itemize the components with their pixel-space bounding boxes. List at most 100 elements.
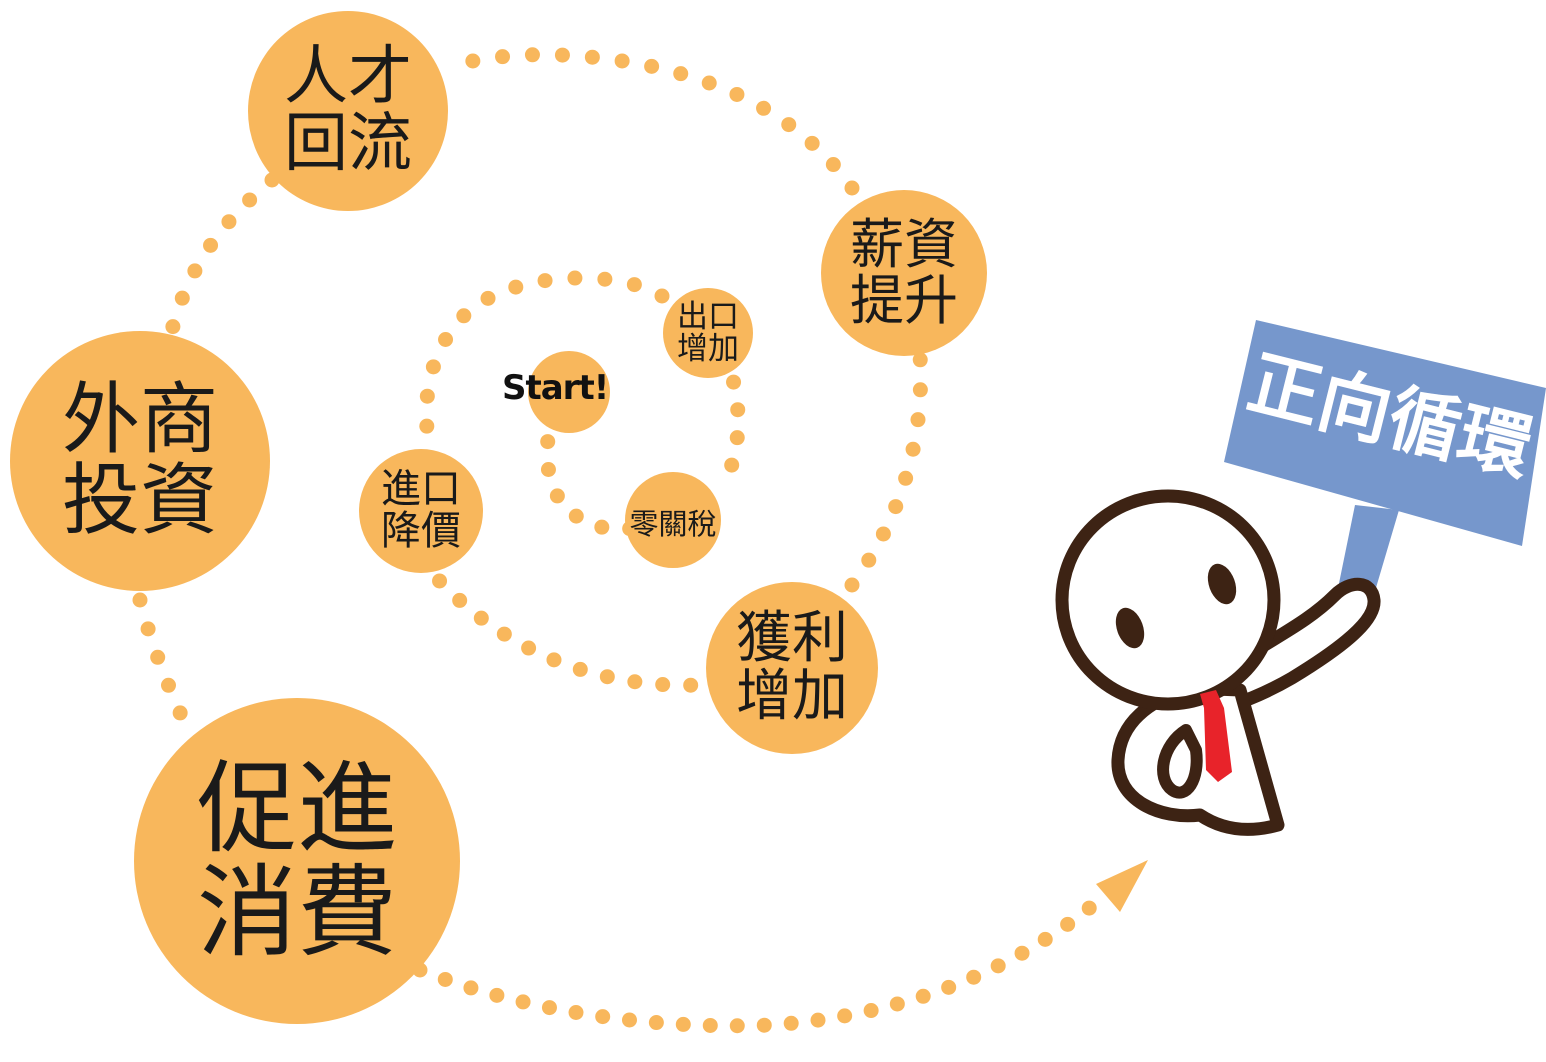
path-dot (844, 180, 860, 196)
path-dot (567, 270, 583, 286)
path-dot (132, 592, 148, 608)
path-dot (473, 610, 489, 626)
path-dot (675, 1016, 691, 1032)
path-dot (912, 352, 928, 368)
node-profit-line1: 獲利 (736, 605, 848, 671)
path-dot (729, 86, 745, 102)
node-salary-raise: 薪資 提升 (821, 190, 987, 356)
path-dot (729, 430, 745, 446)
path-dot (242, 192, 258, 208)
path-dot (425, 359, 441, 375)
path-dot (701, 75, 717, 91)
path-dot (837, 1008, 853, 1024)
path-dot (621, 1012, 637, 1028)
path-dot (515, 994, 531, 1010)
path-dot (221, 214, 237, 230)
path-dot (572, 661, 588, 677)
path-dot (546, 652, 562, 668)
node-investment-line1: 外商 (61, 374, 218, 465)
path-dot (438, 332, 454, 348)
path-dot (489, 987, 505, 1003)
node-consumption-line2: 消費 (197, 854, 397, 971)
path-dot (599, 669, 615, 685)
path-dot (521, 640, 537, 656)
path-dot (437, 971, 453, 987)
node-export-line2: 增加 (677, 331, 739, 367)
node-investment-line2: 投資 (61, 456, 218, 546)
path-dot (673, 66, 689, 82)
node-talent-line2: 回流 (284, 107, 412, 181)
path-dot (915, 988, 931, 1004)
path-dot (1060, 916, 1076, 932)
path-dot (537, 273, 553, 289)
path-dot (910, 412, 926, 428)
path-dot (1037, 931, 1053, 947)
path-dot (756, 100, 772, 116)
path-dot (203, 237, 219, 253)
path-dot (863, 1003, 879, 1019)
path-dot (568, 508, 584, 524)
path-dot (160, 677, 176, 693)
path-dot (165, 319, 181, 335)
path-dot (724, 457, 740, 473)
path-dot (150, 649, 166, 665)
path-dot (540, 434, 556, 450)
path-dot (419, 418, 435, 434)
path-dot (452, 592, 468, 608)
path-dot (905, 441, 921, 457)
node-import-line2: 降價 (381, 508, 461, 554)
path-dot (844, 577, 860, 593)
path-dot (549, 488, 565, 504)
node-export-line1: 出口 (677, 298, 739, 335)
path-dot (941, 979, 957, 995)
path-dot (730, 402, 746, 418)
path-dot (480, 290, 496, 306)
path-dot (1081, 900, 1097, 916)
path-dot (648, 1015, 664, 1031)
node-profit-increase: 獲利 增加 (706, 582, 878, 754)
node-promote-consumption: 促進 消費 (134, 698, 460, 1024)
path-dot (655, 677, 671, 693)
node-profit-line2: 增加 (736, 664, 848, 729)
node-salary-line2: 提升 (850, 269, 958, 332)
node-consumption-line1: 促進 (197, 750, 397, 867)
path-dot (626, 277, 642, 293)
path-dot (888, 499, 904, 515)
path-dot (861, 552, 877, 568)
path-dot (644, 58, 660, 74)
path-dot (524, 47, 540, 63)
path-dot (496, 626, 512, 642)
path-dot (889, 996, 905, 1012)
path-dot (825, 157, 841, 173)
path-dot (614, 53, 630, 69)
path-dot (627, 674, 643, 690)
path-dot (568, 1005, 584, 1021)
path-dot (554, 47, 570, 63)
path-dot (172, 705, 188, 721)
node-talent-return: 人才 回流 (248, 11, 448, 211)
path-dot (898, 470, 914, 486)
path-dot (810, 1012, 826, 1028)
path-dot (187, 263, 203, 279)
node-export-increase: 出口 增加 (663, 288, 753, 378)
path-dot (541, 1000, 557, 1016)
path-dot (465, 53, 481, 69)
path-dot (595, 1009, 611, 1025)
node-salary-line1: 薪資 (850, 212, 958, 276)
path-dot (756, 1017, 772, 1033)
path-dot (702, 1017, 718, 1033)
node-talent-line1: 人才 (284, 40, 412, 115)
node-foreign-investment: 外商 投資 (10, 331, 270, 591)
path-dot (495, 49, 511, 65)
path-dot (990, 958, 1006, 974)
path-dot (804, 135, 820, 151)
node-zero-tariff: 零關稅 (625, 472, 721, 568)
node-tariff-label: 零關稅 (629, 506, 717, 541)
path-dot (508, 279, 524, 295)
path-dot (683, 677, 699, 693)
path-dot (783, 1015, 799, 1031)
path-dot (654, 288, 670, 304)
path-dot (912, 382, 928, 398)
start-label: Start! (502, 368, 609, 408)
path-dot (456, 308, 472, 324)
